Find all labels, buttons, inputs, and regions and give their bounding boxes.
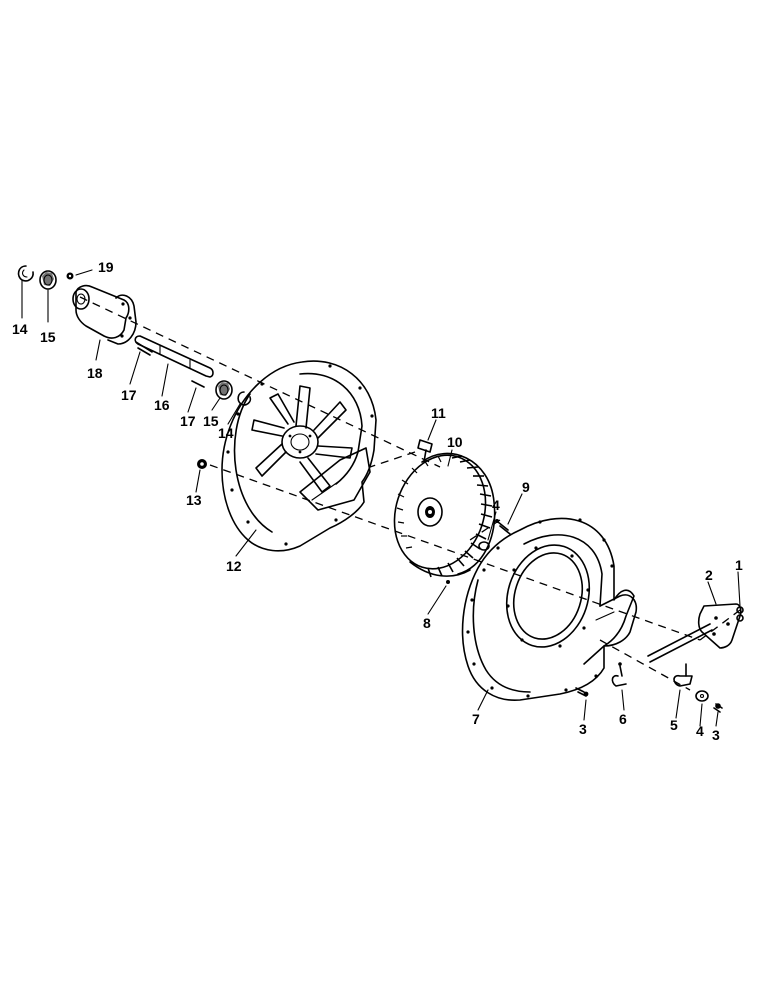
bearing-part bbox=[39, 270, 57, 290]
part-label-3: 3 bbox=[712, 727, 720, 743]
part-label-1: 1 bbox=[735, 557, 743, 573]
back-housing-plate-part bbox=[221, 360, 377, 552]
part-label-16: 16 bbox=[154, 397, 170, 413]
bearing-part bbox=[215, 380, 233, 400]
part-label-4: 4 bbox=[696, 723, 704, 739]
hook-part bbox=[611, 662, 627, 687]
bearing-housing-part bbox=[72, 284, 137, 345]
part-label-10: 10 bbox=[447, 434, 463, 450]
nut-part bbox=[197, 459, 207, 469]
part-label-6: 6 bbox=[619, 711, 627, 727]
shaft-part bbox=[134, 335, 214, 378]
screw-part bbox=[495, 519, 511, 535]
part-label-13: 13 bbox=[186, 492, 202, 508]
pin-part bbox=[191, 380, 205, 388]
part-label-12: 12 bbox=[226, 558, 242, 574]
leader-lines bbox=[21, 269, 741, 727]
washer-part bbox=[695, 690, 709, 702]
part-label-8: 8 bbox=[423, 615, 431, 631]
part-label-2: 2 bbox=[705, 567, 713, 583]
part-label-17: 17 bbox=[180, 413, 196, 429]
fastener-part bbox=[736, 606, 744, 622]
snap-ring-part bbox=[17, 265, 34, 282]
front-housing-part bbox=[461, 517, 638, 701]
part-label-19: 19 bbox=[98, 259, 114, 275]
bolt-part bbox=[713, 703, 723, 713]
assembly-axis-lines bbox=[79, 296, 741, 691]
part-label-15: 15 bbox=[40, 329, 56, 345]
part-number-labels: 1 2 3 3 4 4 5 6 7 8 9 10 11 12 13 14 14 … bbox=[12, 259, 743, 743]
part-label-18: 18 bbox=[87, 365, 103, 381]
part-label-17: 17 bbox=[121, 387, 137, 403]
part-label-5: 5 bbox=[670, 717, 678, 733]
nut-part bbox=[66, 272, 74, 280]
part-label-11: 11 bbox=[431, 405, 446, 421]
part-label-14: 14 bbox=[12, 321, 28, 337]
bolt-part bbox=[575, 687, 589, 697]
part-label-7: 7 bbox=[472, 711, 480, 727]
part-label-9: 9 bbox=[522, 479, 530, 495]
part-label-15: 15 bbox=[203, 413, 219, 429]
part-label-3: 3 bbox=[579, 721, 587, 737]
fan-wheel-part bbox=[393, 452, 496, 578]
screw-part bbox=[446, 580, 450, 584]
washer-part bbox=[478, 541, 490, 551]
part-label-14: 14 bbox=[218, 425, 234, 441]
part-label-4: 4 bbox=[492, 497, 500, 513]
